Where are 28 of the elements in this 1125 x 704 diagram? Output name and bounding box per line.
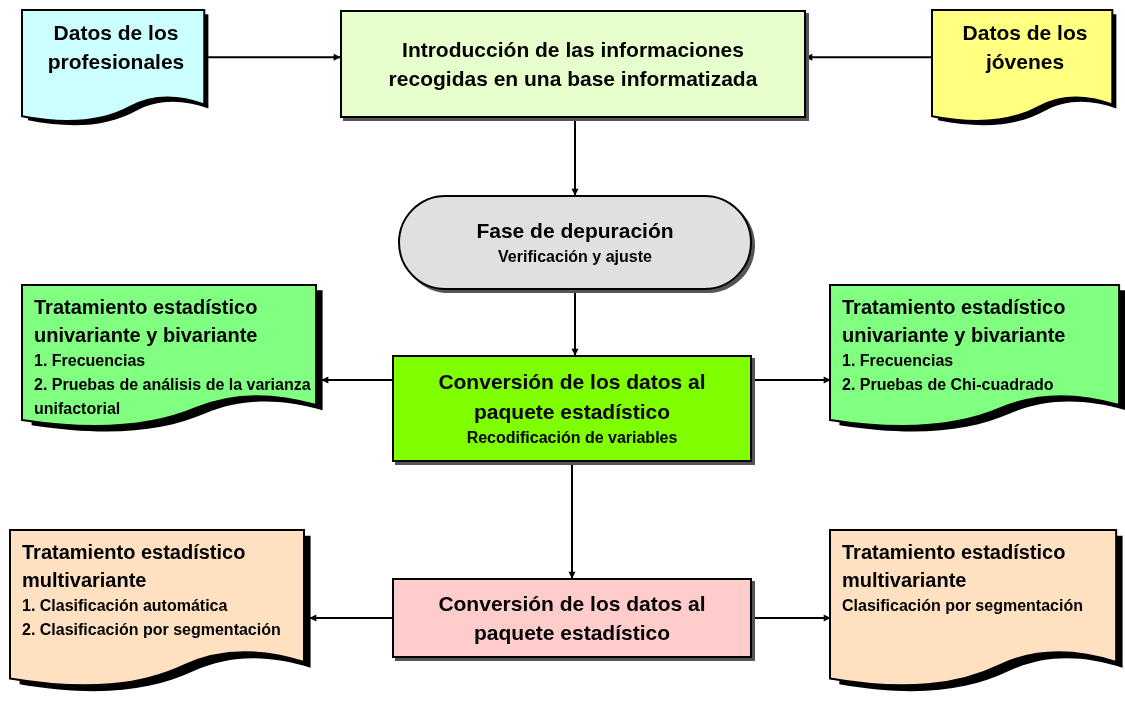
arrow (309, 614, 393, 622)
node-text: 1. Frecuencias (842, 351, 954, 371)
node-heading: Conversión de los datos al paquete estadístico (437, 369, 707, 425)
node-text: 2. Pruebas de Chi-cuadrado (842, 375, 1054, 395)
node-heading: Tratamiento estadístico multivariante (842, 540, 1067, 593)
node-heading: Tratamiento estadístico univariante y bivariante (842, 295, 1067, 348)
node-text: Recodificación de variables (466, 427, 678, 448)
node-heading: Introducción de las informaciones recogidas en una base informatizada (387, 36, 759, 92)
node-heading: Tratamiento estadístico multivariante (22, 540, 247, 593)
process-box (392, 578, 752, 658)
process-box (392, 355, 752, 462)
node-heading: Datos de los jóvenes (961, 20, 1089, 76)
node-text: 2. Pruebas de análisis de la varianza unifactorial (34, 375, 312, 419)
node-heading: Tratamiento estadístico univariante y bivariante (34, 295, 259, 348)
arrow (321, 376, 393, 384)
node-heading: Datos de los profesionales (46, 20, 186, 76)
node-text: 2. Clasificación por segmentación (22, 620, 281, 640)
node-text: 1. Clasificación automática (22, 596, 228, 616)
node-heading: Conversión de los datos al paquete estadístico (437, 590, 707, 646)
terminator-shape (398, 195, 752, 290)
node-heading: Fase de depuración (476, 217, 674, 244)
node-text: Verificación y ajuste (498, 247, 652, 268)
node-text: Clasificación por segmentación (842, 596, 1083, 616)
document-shape (22, 10, 208, 128)
arrow (207, 53, 341, 61)
document-shape (932, 10, 1116, 128)
node-text: 1. Frecuencias (34, 351, 146, 371)
process-box (340, 10, 806, 118)
